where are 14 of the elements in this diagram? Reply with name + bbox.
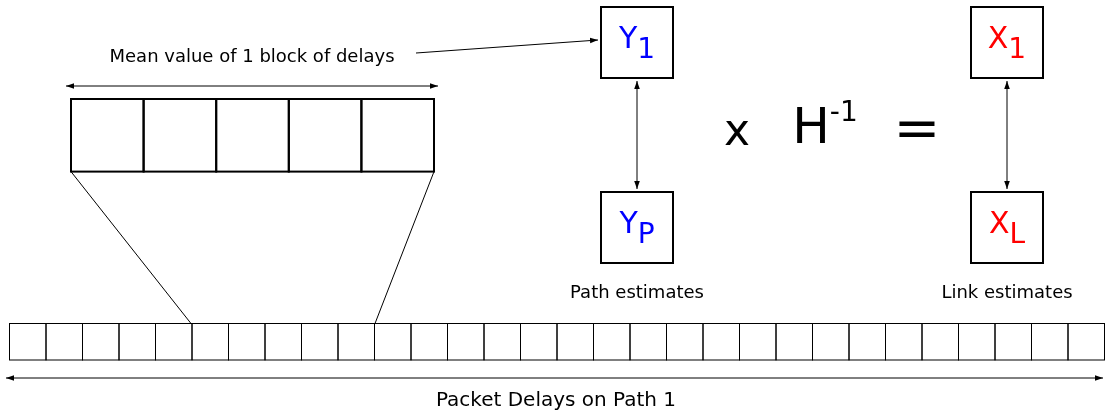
arrow <box>415 37 599 54</box>
matrix-symbol: H$^{-1}$ <box>792 98 858 151</box>
packet-delay-cells-drawing <box>9 323 1105 361</box>
operator-symbol: = <box>893 100 941 156</box>
caption-text: Link estimates <box>941 281 1073 302</box>
annotation-text: Mean value of 1 block of delays <box>109 45 395 66</box>
axis-label: Packet Delays on Path 1 <box>435 389 677 409</box>
arrow <box>1004 80 1010 190</box>
zoom-line <box>374 171 435 324</box>
delay-block-drawing <box>70 98 435 173</box>
caption-text: Path estimates <box>570 281 704 302</box>
zoom-line <box>70 171 192 324</box>
arrow <box>634 80 640 190</box>
operator-symbol: x <box>724 108 750 152</box>
